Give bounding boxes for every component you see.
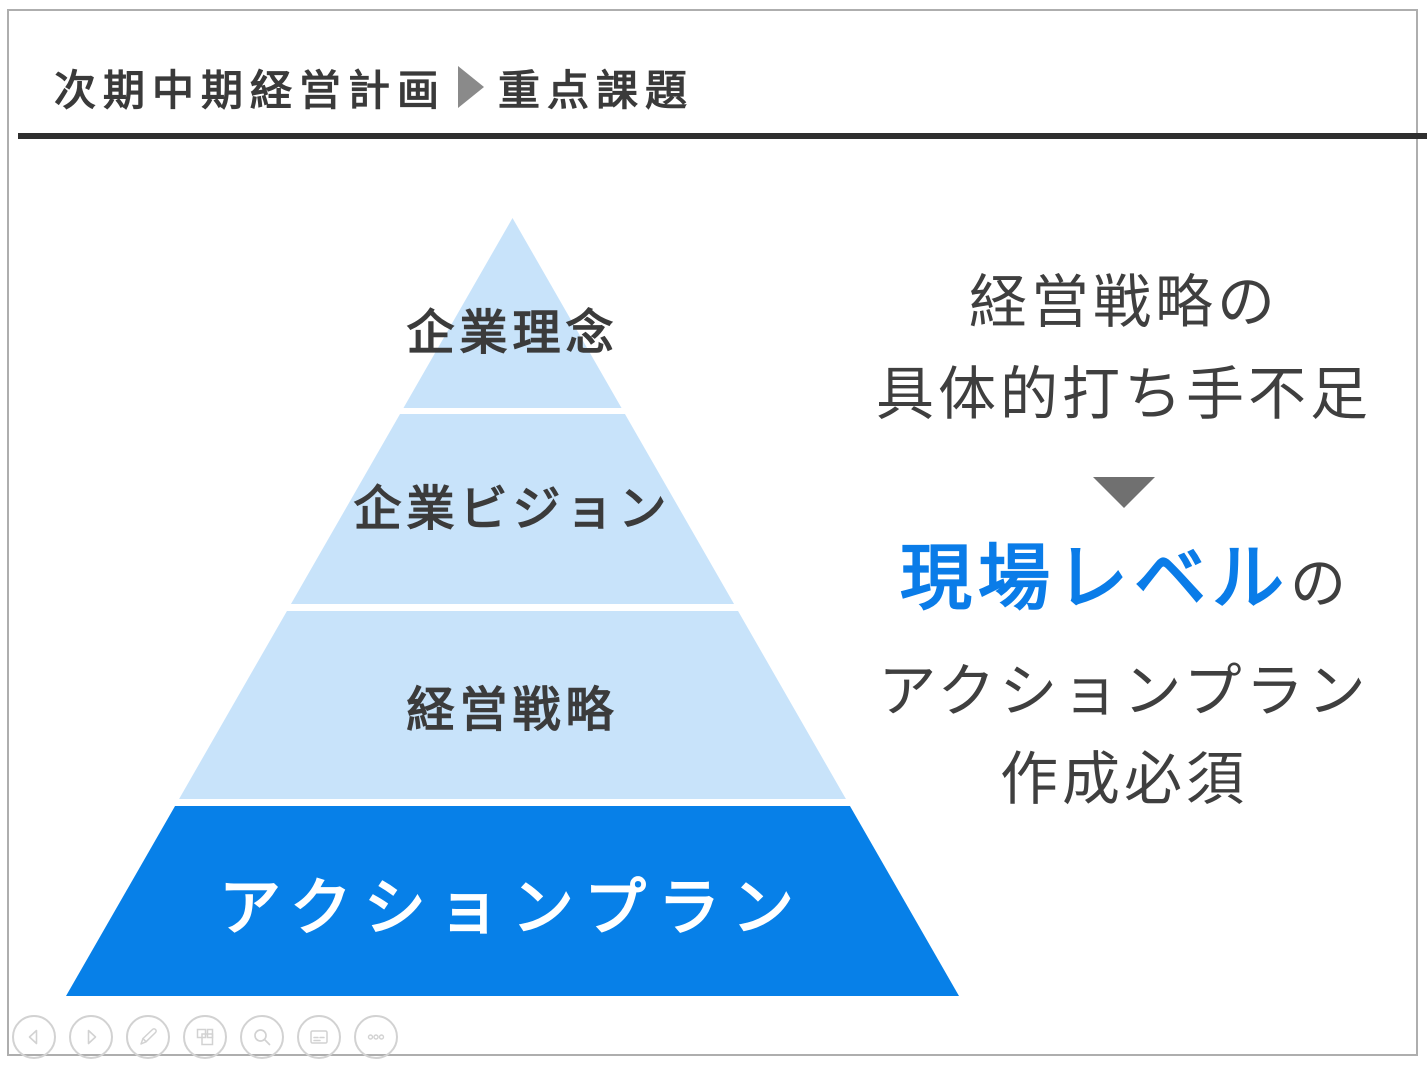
slide-header: 次期中期経営計画 重点課題 xyxy=(54,61,694,114)
more-options-button[interactable] xyxy=(354,1015,398,1059)
callout-highlight-text: 現場レベル xyxy=(899,539,1290,619)
next-slide-button[interactable] xyxy=(69,1015,113,1059)
callout-highlight-line: 現場レベルの xyxy=(854,530,1394,648)
magnifier-icon xyxy=(250,1025,274,1049)
pyramid-level-3-band xyxy=(66,611,959,799)
callout-problem-line-2: 具体的打ち手不足 xyxy=(875,362,1372,427)
header-title-right: 重点課題 xyxy=(498,66,695,114)
presenter-toolbar xyxy=(12,1015,398,1059)
header-title-left: 次期中期経営計画 xyxy=(54,66,447,114)
triangle-left-icon xyxy=(22,1025,46,1049)
callout-column: 経営戦略の 具体的打ち手不足 現場レベルの アクションプラン 作成必須 xyxy=(854,257,1394,824)
pyramid-diagram xyxy=(66,218,959,996)
previous-slide-button[interactable] xyxy=(12,1015,56,1059)
captions-button[interactable] xyxy=(297,1015,341,1059)
see-all-slides-button[interactable] xyxy=(183,1015,227,1059)
pyramid-level-2-band xyxy=(66,414,959,604)
slide-frame: 次期中期経営計画 重点課題 企業理念 企業ビジョン 経営戦略 アクションプラン … xyxy=(7,9,1427,1056)
slides-grid-icon xyxy=(193,1025,217,1049)
down-triangle-icon xyxy=(1093,477,1155,508)
callout-problem-line-1: 経営戦略の xyxy=(968,270,1279,335)
pyramid-level-1-band xyxy=(66,218,959,408)
zoom-slide-button[interactable] xyxy=(240,1015,284,1059)
pen-icon xyxy=(136,1025,160,1049)
right-triangle-icon xyxy=(458,66,485,108)
triangle-right-icon xyxy=(79,1025,103,1049)
callout-result-line-2: 作成必須 xyxy=(999,747,1248,812)
captions-icon xyxy=(307,1025,331,1049)
callout-result-line-1: アクションプラン xyxy=(878,659,1370,724)
ellipsis-icon xyxy=(364,1025,388,1049)
callout-highlight-suffix: の xyxy=(1290,552,1348,615)
pyramid-level-4-band xyxy=(66,806,959,996)
header-divider-rule xyxy=(18,133,1427,139)
pen-tool-button[interactable] xyxy=(126,1015,170,1059)
